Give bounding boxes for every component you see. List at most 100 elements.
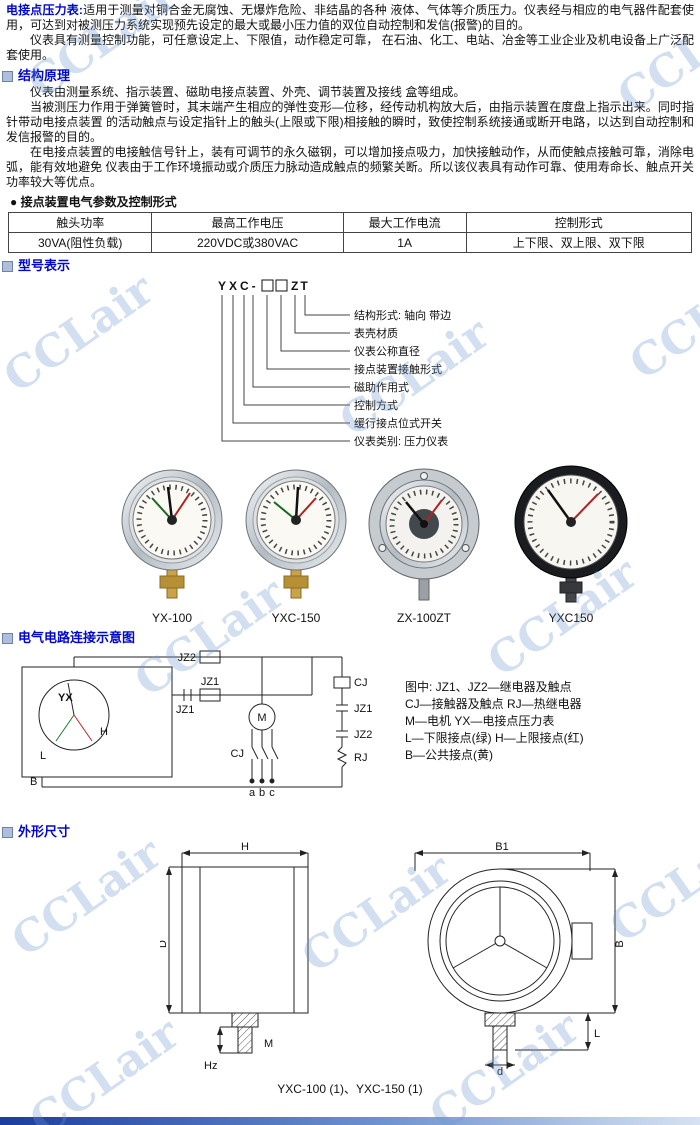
gauge-photo-yx100 <box>121 469 223 599</box>
model-label-contact-form: 接点装置接触形式 <box>354 362 442 376</box>
circuit-wiring <box>21 650 351 788</box>
product-yxc150b: YXC150 <box>508 464 634 625</box>
dim-label-m: M <box>264 1038 273 1050</box>
table-header-current: 最大工作电流 <box>342 212 467 233</box>
legend-line: L—下限接点(绿) H—上限接点(红) <box>405 731 584 745</box>
product-zx100zt: ZX-100ZT <box>364 468 484 625</box>
circuit-label-cj-contacts: CJ <box>231 748 244 760</box>
circuit-label-a: a <box>249 787 256 799</box>
model-designation-diagram: YXC- ZT 结构形式: 轴向 带边 表壳材质 仪表公称直径 接点装置接触形式 <box>218 279 451 448</box>
section-title-circuit: 电气电路连接示意图 <box>18 630 136 645</box>
circuit-label-b2: b <box>259 787 265 799</box>
set-pointer-high <box>171 492 191 521</box>
legend-line: 图中: JZ1、JZ2—继电器及触点 <box>405 680 572 694</box>
section-header-structure: 结构原理 <box>2 68 700 84</box>
flange-bolt <box>420 472 428 480</box>
model-label-case-material: 表壳材质 <box>354 326 398 340</box>
intro-paragraph-1: 电接点压力表:适用于测量对铜合金无腐蚀、无爆炸危险、非结晶的各种 液体、气体等介… <box>6 3 694 33</box>
section-square-icon <box>2 260 13 272</box>
dim-label-h: H <box>241 841 249 853</box>
gauge-photo-zx100zt <box>368 468 480 601</box>
circuit-diagram: YX L H B JZ2 JZ1 JZ1 M CJ a b c CJ JZ1 J… <box>21 650 372 799</box>
gauge-photo-yxc150 <box>245 469 347 599</box>
table-cell-control: 上下限、双上限、双下限 <box>465 232 693 253</box>
table-caption: ● 接点装置电气参数及控制形式 <box>10 195 177 209</box>
circuit-label-m: M <box>257 712 266 724</box>
table-header-power: 触头功率 <box>7 212 153 233</box>
flange-bolt <box>461 544 470 552</box>
gauge-nut <box>159 575 185 589</box>
side-view-lines <box>166 850 309 1054</box>
circuit-label-jz1-right: JZ1 <box>354 703 372 715</box>
footer-bar <box>0 1117 700 1125</box>
dimension-side-view: H D M Hz <box>160 841 309 1072</box>
model-label-switch: 缓行接点位式开关 <box>354 416 442 430</box>
section-title-dimensions: 外形尺寸 <box>18 824 71 839</box>
table-cell-power: 30VA(阻性负载) <box>7 232 153 253</box>
model-code-left: YXC- <box>218 279 259 293</box>
dim-label-hz: Hz <box>204 1060 217 1072</box>
dimension-caption: YXC-100 (1)、YXC-150 (1) <box>277 1082 423 1096</box>
legend-line: M—电机 YX—电接点压力表 <box>405 714 555 728</box>
dim-label-b: B <box>614 940 625 947</box>
dimension-drawings: H D M Hz <box>160 841 700 1078</box>
dim-label-l: L <box>594 1028 600 1040</box>
circuit-label-l: L <box>40 750 46 762</box>
legend-line: CJ—接触器及触点 RJ—热继电器 <box>405 697 582 711</box>
circuit-label-rj: RJ <box>354 752 367 764</box>
circuit-label-jz1-contact: JZ1 <box>176 704 194 716</box>
section-title-model: 型号表示 <box>18 258 71 273</box>
flange-bolt <box>378 544 387 552</box>
dim-label-d-case: D <box>160 940 169 948</box>
section-square-icon <box>2 632 13 644</box>
structure-section: 仪表由测量系统、指示装置、磁助电接点装置、外壳、调节装置及接线 盒等组成。 当被… <box>0 85 700 210</box>
table-header-control: 控制形式 <box>465 212 693 233</box>
gauge-photo-yxc150b <box>514 465 628 603</box>
section-title-structure: 结构原理 <box>18 68 71 83</box>
dim-label-d-thread: d <box>497 1066 503 1076</box>
table-cell-voltage: 220VDC或380VAC <box>151 232 344 253</box>
model-label-structure-form: 结构形式: 轴向 带边 <box>354 308 451 322</box>
circuit-label-jz2-right: JZ2 <box>354 729 372 741</box>
product-photos-row: YX-100 YXC-150 <box>116 464 700 625</box>
model-code-box-2 <box>275 279 288 292</box>
circuit-label-cj-coil: CJ <box>354 677 367 689</box>
model-label-category: 仪表类别: 压力仪表 <box>354 434 448 448</box>
circuit-label-jz2-coil: JZ2 <box>178 652 196 664</box>
legend-line: B—公共接点(黄) <box>405 748 493 762</box>
structure-paragraph-1: 仪表由测量系统、指示装置、磁助电接点装置、外壳、调节装置及接线 盒等组成。 <box>30 85 466 99</box>
model-code-right: ZT <box>291 279 310 293</box>
product-yxc150: YXC-150 <box>240 468 352 625</box>
model-label-magnetic: 磁助作用式 <box>354 380 409 394</box>
section-header-dimensions: 外形尺寸 <box>2 824 700 840</box>
section-square-icon <box>2 70 13 82</box>
circuit-legend: 图中: JZ1、JZ2—继电器及触点 CJ—接触器及触点 RJ—热继电器 M—电… <box>405 679 693 764</box>
parameters-table: 触头功率 最高工作电压 最大工作电流 控制形式 30VA(阻性负载) 220VD… <box>7 212 693 253</box>
front-view-lines <box>414 850 618 1069</box>
table-row: 30VA(阻性负载) 220VDC或380VAC 1A 上下限、双上限、双下限 <box>7 232 693 253</box>
circuit-label-h: H <box>100 726 108 738</box>
product-caption: YXC-150 <box>271 611 321 625</box>
doc-title: 电接点压力表: <box>6 3 83 17</box>
dim-label-b1: B1 <box>495 841 508 853</box>
product-yx100: YX-100 <box>116 468 228 625</box>
model-code-box-1 <box>261 279 274 292</box>
product-caption: ZX-100ZT <box>396 611 451 625</box>
gauge-ticks <box>136 484 208 556</box>
dimension-front-view: B1 B L d <box>414 841 625 1076</box>
table-header-voltage: 最高工作电压 <box>151 212 344 233</box>
product-caption: YXC150 <box>548 611 594 625</box>
bullet-icon: ● <box>10 195 18 209</box>
model-label-diameter: 仪表公称直径 <box>354 344 420 358</box>
section-header-model: 型号表示 <box>2 258 700 274</box>
gauge-hub <box>167 515 177 525</box>
circuit-label-c: c <box>269 787 275 799</box>
intro-paragraph-2: 仪表具有测量控制功能，可任意设定上、下限值，动作稳定可靠， 在石油、化工、电站、… <box>6 33 694 62</box>
intro-section: 电接点压力表:适用于测量对铜合金无腐蚀、无爆炸危险、非结晶的各种 液体、气体等介… <box>0 0 700 63</box>
circuit-label-yx: YX <box>58 692 73 704</box>
circuit-section: YX L H B JZ2 JZ1 JZ1 M CJ a b c CJ JZ1 J… <box>0 647 700 819</box>
table-cell-current: 1A <box>342 232 467 253</box>
product-caption: YX-100 <box>151 611 193 625</box>
model-connector-lines <box>221 295 350 442</box>
